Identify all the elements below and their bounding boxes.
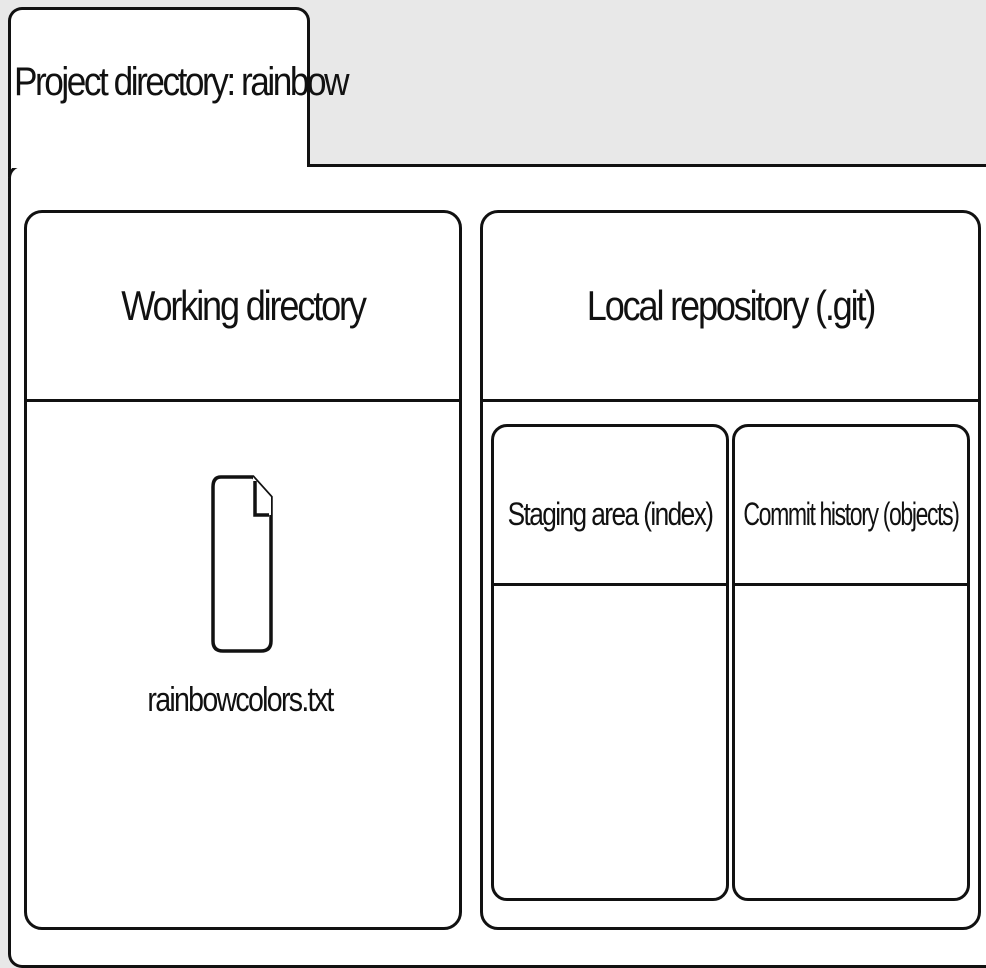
- tab-seam: [11, 160, 307, 168]
- working-directory-header: [27, 213, 459, 402]
- file-name-label: rainbowcolors.txt: [147, 680, 334, 719]
- local-repository-title: Local repository (.git): [586, 282, 877, 329]
- commit-history-header: [735, 427, 967, 586]
- working-directory-title: Working directory: [121, 282, 367, 329]
- staging-area-header: [494, 427, 726, 586]
- project-tab-label: Project directory: rainbow: [14, 60, 350, 104]
- project-tab: [8, 7, 310, 177]
- staging-area-panel: [491, 424, 729, 901]
- commit-history-title: Commit history (objects): [743, 495, 960, 532]
- commit-history-panel: [732, 424, 970, 901]
- staging-area-title: Staging area (index): [507, 495, 714, 532]
- file-icon: [211, 475, 273, 653]
- local-repository-header: [483, 213, 978, 402]
